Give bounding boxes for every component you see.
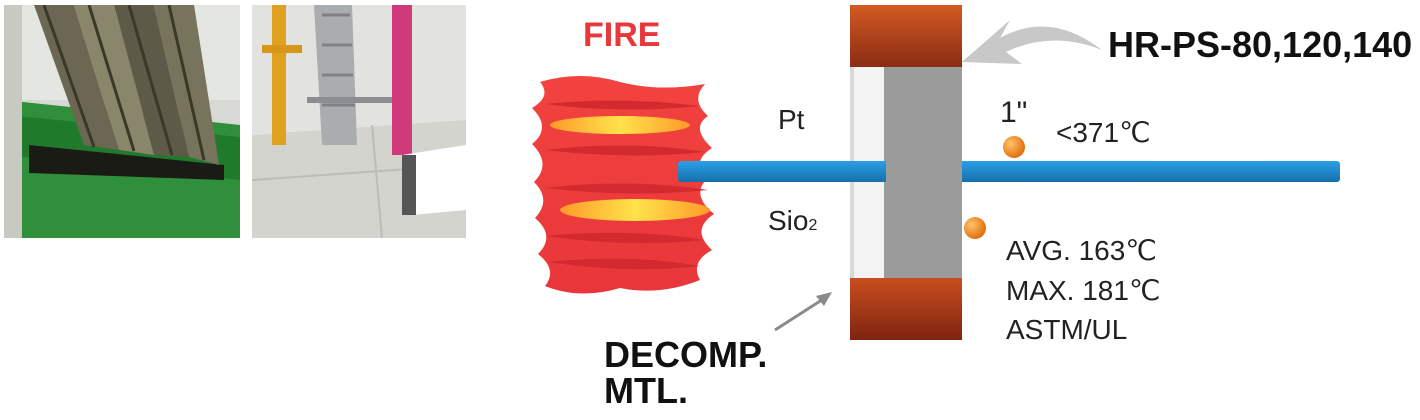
- sio2-label-main: Sio: [768, 205, 809, 236]
- pipe-material-label: Pt: [778, 104, 805, 135]
- reading-avg: AVG. 163℃: [1006, 235, 1157, 266]
- decomp-label-line-2: MTL.: [604, 370, 688, 411]
- product-pointer-arrow: [962, 20, 1102, 64]
- reading-max: MAX. 181℃: [1006, 275, 1161, 306]
- sio2-label-sub: 2: [808, 217, 818, 234]
- sio2-label: Sio2: [768, 205, 817, 237]
- sensor-pipe-icon: [1003, 136, 1025, 158]
- cable-tray-installation-photo: [252, 5, 466, 238]
- decomp-pointer-arrow: [774, 292, 832, 332]
- sensor-board-icon: [964, 217, 986, 239]
- decomp-label-line-1: DECOMP.: [604, 334, 768, 375]
- reading-standard: ASTM/UL: [1006, 314, 1128, 345]
- temperature-limit-label: <371℃: [1056, 117, 1151, 148]
- thickness-label: 1": [1000, 96, 1028, 129]
- cable-tray-fire-damage-photo: [4, 5, 240, 238]
- fire-label: FIRE: [583, 16, 661, 54]
- pipe: [678, 161, 1340, 182]
- product-label: HR-PS-80,120,140: [1108, 24, 1413, 65]
- fire-flame-icon: [532, 76, 714, 294]
